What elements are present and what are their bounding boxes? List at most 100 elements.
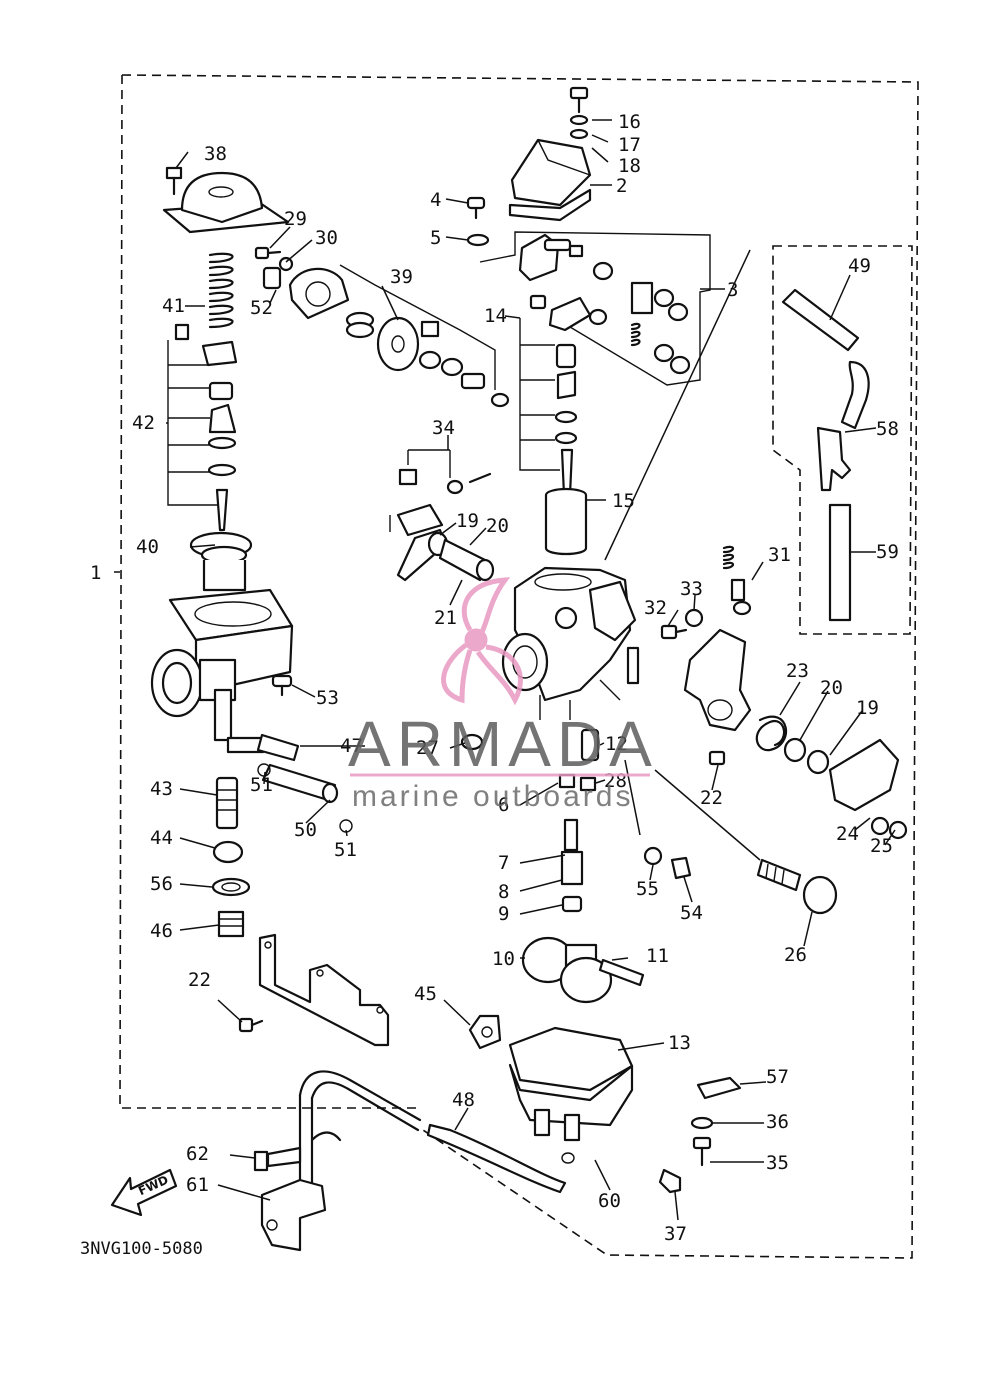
label-part-20-left: 20 xyxy=(486,515,509,537)
label-part-11: 11 xyxy=(646,945,669,967)
label-part-27: 27 xyxy=(416,737,439,759)
label-part-34: 34 xyxy=(432,417,455,439)
label-part-46: 46 xyxy=(150,920,173,942)
label-part-5: 5 xyxy=(430,227,441,249)
label-part-32: 32 xyxy=(644,597,667,619)
label-part-17: 17 xyxy=(618,134,641,156)
mounting-bracket xyxy=(238,933,390,1047)
label-part-24: 24 xyxy=(836,823,859,845)
jets-column-center xyxy=(460,728,600,913)
watermark-tagline: marine outboards xyxy=(352,780,633,813)
label-part-25: 25 xyxy=(870,835,893,857)
float-assembly xyxy=(521,936,645,1004)
label-part-15: 15 xyxy=(612,490,635,512)
throttle-bracket-right xyxy=(683,628,752,766)
label-part-38: 38 xyxy=(204,143,227,165)
part-39-diaphragm-set xyxy=(339,264,510,408)
drain-parts-left-column xyxy=(211,776,251,938)
label-part-8: 8 xyxy=(498,881,509,903)
part-26-air-screw xyxy=(756,858,838,915)
assembly-boundary-main xyxy=(119,74,919,1259)
label-part-14: 14 xyxy=(484,305,507,327)
label-part-7: 7 xyxy=(498,852,509,874)
label-part-37: 37 xyxy=(664,1223,687,1245)
label-part-12: 12 xyxy=(605,733,628,755)
part-53-screw xyxy=(271,674,293,697)
label-part-2: 2 xyxy=(616,175,627,197)
watermark-brand: ARMADA xyxy=(348,708,658,780)
label-part-26: 26 xyxy=(784,944,807,966)
float-bowl-13 xyxy=(468,1014,682,1194)
linkage-group-3 xyxy=(479,231,711,386)
label-part-59: 59 xyxy=(876,541,899,563)
label-part-60: 60 xyxy=(598,1190,621,1212)
label-part-49: 49 xyxy=(848,255,871,277)
propeller-logo-icon xyxy=(441,577,523,706)
spring-and-lever-set-right xyxy=(755,715,908,840)
label-part-22-left: 22 xyxy=(188,969,211,991)
label-part-55: 55 xyxy=(636,878,659,900)
label-part-19-right: 19 xyxy=(856,697,879,719)
armada-watermark: ARMADA marine outboards xyxy=(348,577,658,813)
label-part-36: 36 xyxy=(766,1111,789,1133)
leader-lines xyxy=(114,119,896,1221)
label-part-48: 48 xyxy=(452,1089,475,1111)
fuel-fitting-61-62 xyxy=(253,1070,422,1252)
label-part-10: 10 xyxy=(492,948,515,970)
label-part-42: 42 xyxy=(132,412,155,434)
label-part-4: 4 xyxy=(430,189,441,211)
label-part-1: 1 xyxy=(90,562,101,584)
label-part-53: 53 xyxy=(316,687,339,709)
assembly-boundary-fuel-hose xyxy=(772,245,913,635)
float-chamber-top-cover xyxy=(508,86,592,222)
label-part-50: 50 xyxy=(294,819,317,841)
label-part-39: 39 xyxy=(390,266,413,288)
fuel-hose-49-58-59 xyxy=(781,288,870,622)
hose-48 xyxy=(426,1123,567,1194)
drain-parts-right-bottom xyxy=(690,1076,742,1167)
label-part-44: 44 xyxy=(150,827,173,849)
throttle-plate-parts xyxy=(254,246,350,320)
part-15-piston xyxy=(544,487,588,556)
part-number-labels: 1 2 3 4 5 6 7 8 9 10 11 12 13 14 15 16 1… xyxy=(90,111,899,1245)
label-part-29: 29 xyxy=(284,208,307,230)
label-part-6: 6 xyxy=(498,794,509,816)
label-part-18: 18 xyxy=(618,155,641,177)
label-part-21: 21 xyxy=(434,607,457,629)
label-part-41: 41 xyxy=(162,295,185,317)
label-part-45: 45 xyxy=(414,983,437,1005)
label-part-43: 43 xyxy=(150,778,173,800)
label-part-47: 47 xyxy=(340,735,363,757)
label-part-13: 13 xyxy=(668,1032,691,1054)
label-part-52: 52 xyxy=(250,297,273,319)
label-part-9: 9 xyxy=(498,903,509,925)
label-part-35: 35 xyxy=(766,1152,789,1174)
label-part-61: 61 xyxy=(186,1174,209,1196)
carburetor-body-center xyxy=(501,566,640,720)
label-part-19-left: 19 xyxy=(456,510,479,532)
label-part-31: 31 xyxy=(768,544,791,566)
label-part-51-upper: 51 xyxy=(250,774,273,796)
label-part-20-right: 20 xyxy=(820,677,843,699)
label-part-54: 54 xyxy=(680,902,703,924)
label-part-3: 3 xyxy=(727,279,738,301)
label-part-22-right: 22 xyxy=(700,787,723,809)
label-part-16: 16 xyxy=(618,111,641,133)
label-part-58: 58 xyxy=(876,418,899,440)
label-part-33: 33 xyxy=(680,578,703,600)
throttle-lever-assembly xyxy=(389,449,495,582)
adjuster-screws-31-33 xyxy=(660,545,752,640)
parts-54-55 xyxy=(643,846,692,880)
top-cover-assembly xyxy=(162,166,290,532)
label-part-56: 56 xyxy=(150,873,173,895)
needle-jet-column-14 xyxy=(519,294,592,497)
label-part-51-lower: 51 xyxy=(334,839,357,861)
label-part-40: 40 xyxy=(136,536,159,558)
carburetor-body-left xyxy=(150,531,300,762)
label-part-62: 62 xyxy=(186,1143,209,1165)
screw-and-washer-4-5 xyxy=(466,196,490,247)
forward-arrow-icon: FWD xyxy=(110,1168,178,1217)
label-part-23: 23 xyxy=(786,660,809,682)
label-part-30: 30 xyxy=(315,227,338,249)
